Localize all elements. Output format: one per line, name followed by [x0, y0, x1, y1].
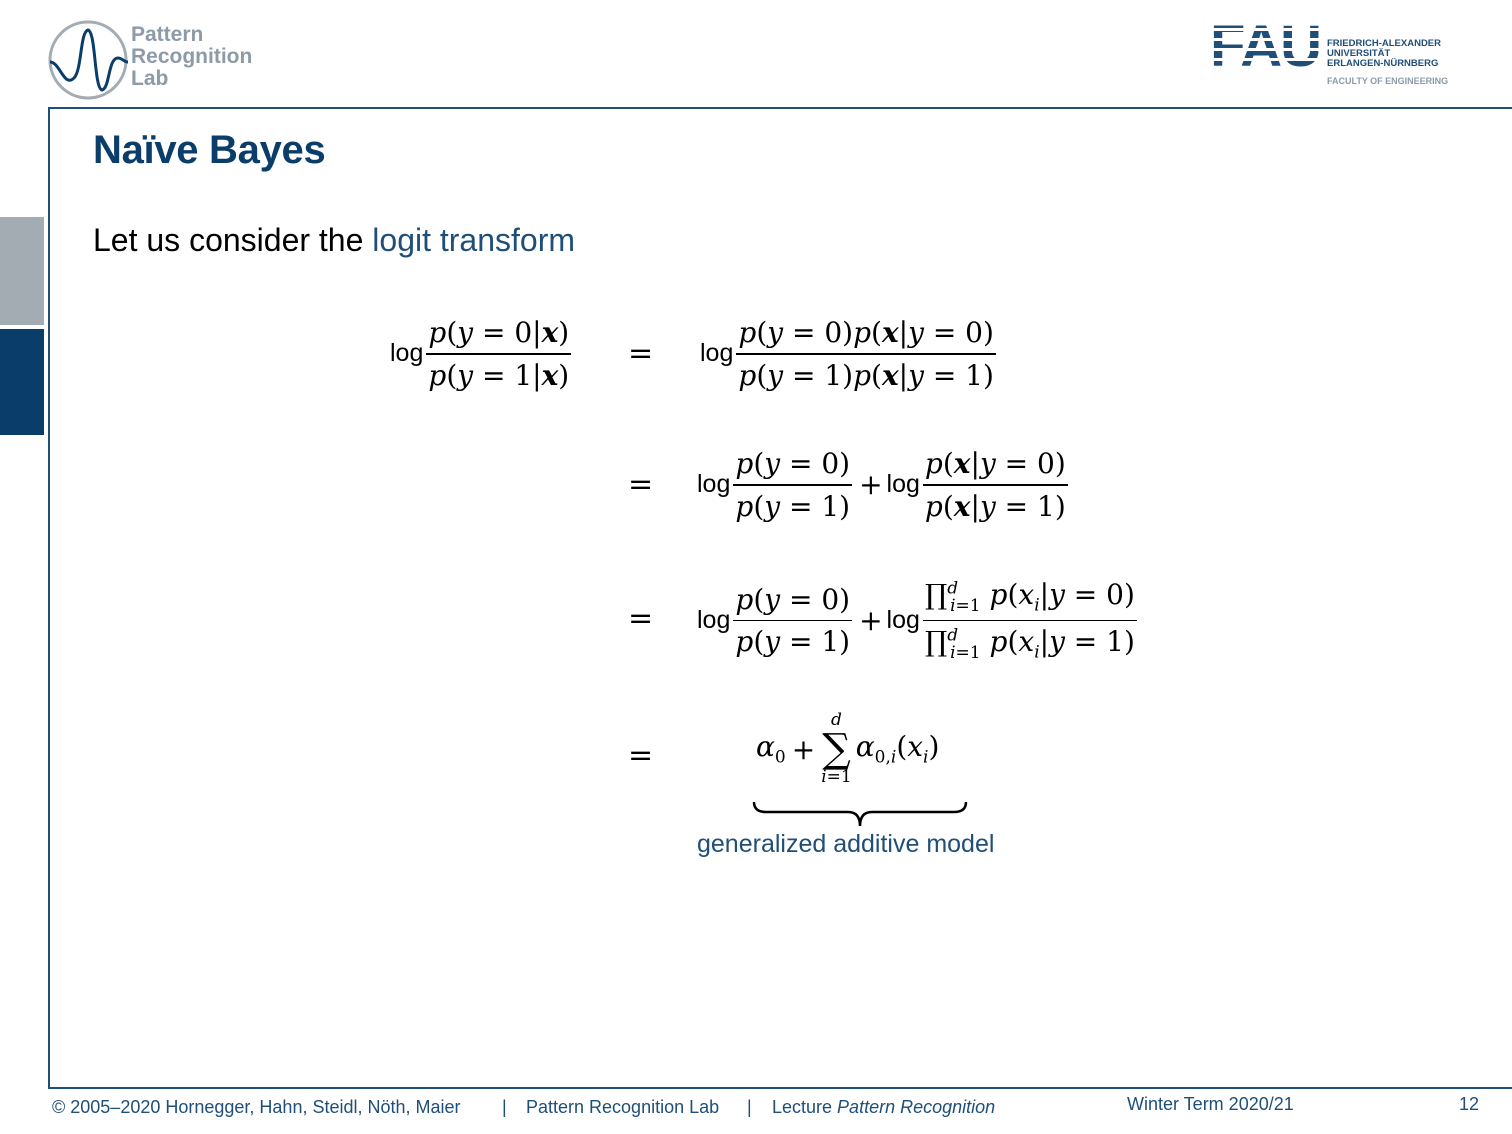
log-operator: log [700, 339, 734, 368]
slide-title: Naïve Bayes [93, 128, 326, 172]
footer-lecture-name: Pattern Recognition [837, 1097, 996, 1117]
prior-fraction: p(y = 0) p(y = 1) [733, 447, 853, 523]
log-operator: log [886, 605, 920, 634]
bayes-fraction: p(y = 0)p(x|y = 0) p(y = 1)p(x|y = 1) [736, 316, 996, 392]
lab-logo-line-3: Lab [131, 67, 169, 90]
rhs-row-1: log p(y = 0)p(x|y = 0) p(y = 1)p(x|y = 1… [700, 316, 999, 392]
lab-logo-line-1: Pattern [131, 23, 204, 46]
frame-top-rule [48, 107, 1512, 109]
log-operator: log [697, 470, 731, 499]
fraction-bar [426, 353, 572, 355]
fau-faculty: FACULTY OF ENGINEERING [1327, 76, 1448, 86]
footer-term: Winter Term 2020/21 [1127, 1094, 1294, 1114]
prior-fraction: p(y = 0) p(y = 1) [733, 582, 853, 659]
footer-separator-2: | [747, 1097, 752, 1117]
sum-operator: d ∑ i=1 [821, 710, 852, 787]
lhs-fraction: p(y = 0|x) p(y = 1|x) [426, 316, 572, 392]
log-operator: log [886, 470, 920, 499]
intro-highlight: logit transform [372, 222, 576, 258]
rhs-row-4: α0 + d ∑ i=1 α0,i(xi) [756, 710, 940, 787]
rhs-row-2: log p(y = 0) p(y = 1) + log p(x|y = 0) p… [697, 447, 1071, 523]
log-operator: log [390, 339, 424, 368]
pattern-recognition-lab-logo [48, 20, 129, 100]
rhs-row-3: log p(y = 0) p(y = 1) + log ∏di=1 p(xi|y… [697, 578, 1140, 663]
lhs-expression: log p(y = 0|x) p(y = 1|x) [390, 316, 574, 392]
plus-sign: + [791, 732, 816, 766]
lhs-numerator: p(y = 0|x) [428, 316, 570, 349]
footer-lecture-prefix: Lecture [772, 1097, 838, 1117]
frame-left-rule [48, 107, 50, 1089]
log-operator: log [697, 605, 731, 634]
footer-separator-1: | [502, 1097, 507, 1117]
intro-text: Let us consider the logit transform [93, 222, 575, 259]
footer-lab: Pattern Recognition Lab [526, 1097, 720, 1117]
underbrace [752, 801, 968, 827]
fau-line-2: UNIVERSITÄT [1327, 48, 1391, 59]
page-number: 12 [1459, 1094, 1480, 1114]
fau-logo: FAU FRIEDRICH-ALEXANDER UNIVERSITÄT ERLA… [1210, 18, 1448, 86]
footer-copyright: © 2005–2020 Hornegger, Hahn, Steidl, Nöt… [52, 1097, 461, 1117]
fau-line-1: FRIEDRICH-ALEXANDER [1327, 38, 1441, 49]
equals-sign-4: = [628, 738, 654, 773]
lab-logo-line-2: Recognition [131, 45, 253, 68]
product-fraction: ∏di=1 p(xi|y = 0) ∏di=1 p(xi|y = 1) [922, 578, 1137, 663]
plus-sign: + [859, 603, 883, 637]
gam-annotation: generalized additive model [697, 830, 995, 858]
equals-sign-3: = [628, 601, 654, 636]
lhs-denominator: p(y = 1|x) [428, 358, 570, 392]
frame-bottom-rule [48, 1087, 1512, 1089]
likelihood-fraction: p(x|y = 0) p(x|y = 1) [922, 447, 1068, 523]
fau-line-3: ERLANGEN-NÜRNBERG [1327, 58, 1438, 69]
section-marker-inactive [0, 217, 44, 325]
equals-sign-2: = [628, 467, 654, 502]
equals-sign-1: = [628, 336, 654, 371]
intro-plain: Let us consider the [93, 222, 373, 258]
footer-lecture: Lecture Pattern Recognition [772, 1097, 995, 1118]
plus-sign: + [859, 468, 883, 502]
lab-logo-text: Pattern Recognition Lab [131, 24, 252, 90]
section-marker-active [0, 329, 44, 435]
